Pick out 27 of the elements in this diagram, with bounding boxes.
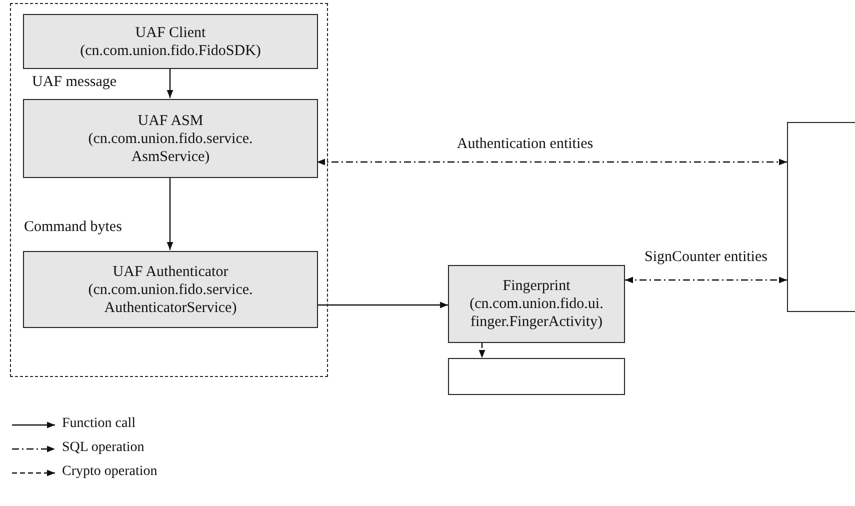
arrow [478,343,486,358]
process-box [23,99,318,178]
edge-label: UAF message [30,74,119,91]
node-subtitle: (cn.com.union.fido.service. AuthenticatorService) [87,280,254,316]
node-subtitle: (cn.com.union.fido.service. AsmService) [87,130,254,166]
node-title: UAF ASM [138,112,204,130]
group-boundary [10,3,328,377]
legend-label: SQL operation [62,440,144,456]
edge-label: Command bytes [22,219,124,236]
arrow [166,68,174,98]
node-title: UAF Authenticator [112,262,228,280]
legend-label: Function call [62,416,136,432]
arrow [317,158,787,166]
arrow [166,177,174,250]
process-box [23,251,318,328]
node-subtitle: (cn.com.union.fido.FidoSDK) [80,42,261,60]
arrow [625,276,787,284]
node-subtitle: (cn.com.union.fido.ui. finger.FingerActivity) [468,295,604,331]
node-title: UAF Client [135,24,206,42]
node-title: Fingerprint [502,277,570,295]
arrow [317,302,448,308]
keystore-box [448,358,625,395]
legend-label: Crypto operation [62,464,158,480]
database-box [787,122,855,312]
process-box [448,265,625,343]
process-box [23,14,318,69]
edge-label: SignCounter entities [642,249,770,266]
